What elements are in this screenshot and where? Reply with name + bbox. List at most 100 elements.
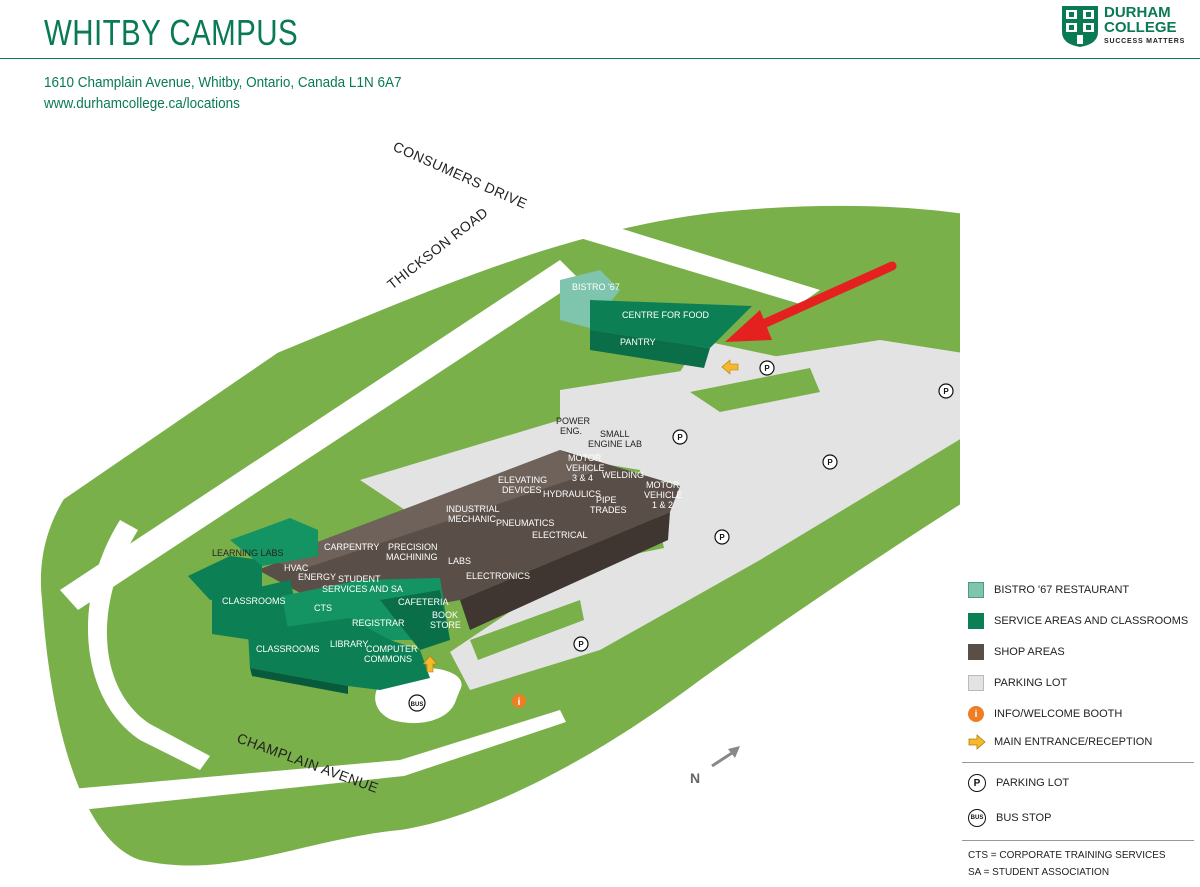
legend-label-bus: BUS STOP (996, 812, 1052, 824)
label-pneumatics: PNEUMATICS (496, 518, 554, 528)
label-pipe-2: TRADES (590, 505, 627, 515)
road-network (40, 78, 820, 812)
label-hvac: HVAC (284, 563, 309, 573)
label-industrial-2: MECHANIC (448, 514, 497, 524)
label-power-eng-1: POWER (556, 416, 591, 426)
page-title: WHITBY CAMPUS (44, 12, 299, 53)
parking-icon: P (714, 529, 730, 545)
legend-swatch-service (968, 613, 984, 629)
label-learning-labs: LEARNING LABS (212, 548, 284, 558)
entrance-arrow-icon (721, 359, 739, 375)
label-motor34-1: MOTOR (568, 453, 602, 463)
label-pipe-1: PIPE (596, 495, 617, 505)
legend-label-info: INFO/WELCOME BOOTH (994, 708, 1123, 720)
label-book-2: STORE (430, 620, 461, 630)
label-student-1: STUDENT (338, 574, 381, 584)
svg-text:N: N (690, 770, 700, 786)
label-energy: ENERGY (298, 572, 336, 582)
shop-areas (258, 450, 680, 630)
legend-swatch-bistro (968, 582, 984, 598)
parking-symbol-icon: P (968, 774, 986, 792)
label-small-engine-2: ENGINE LAB (588, 439, 642, 449)
parking-icon: P (573, 636, 589, 652)
legend-label-bistro: BISTRO '67 RESTAURANT (994, 584, 1130, 596)
label-motor34-3: 3 & 4 (572, 473, 593, 483)
parking-icon: P (672, 429, 688, 445)
college-crest-icon (1062, 6, 1098, 47)
label-precision-2: MACHINING (386, 552, 438, 562)
service-areas (188, 518, 450, 694)
label-centre-for-food: CENTRE FOR FOOD (622, 310, 709, 320)
campus-map: CONSUMERS DRIVE THICKSON ROAD CHAMPLAIN … (40, 78, 960, 866)
label-motor12-3: 1 & 2 (652, 500, 673, 510)
svg-text:P: P (578, 640, 584, 649)
legend-label-entrance: MAIN ENTRANCE/RECEPTION (994, 736, 1153, 748)
label-electrical: ELECTRICAL (532, 530, 588, 540)
label-motor12-1: MOTOR (646, 480, 680, 490)
parking-icon: P (822, 454, 838, 470)
legend-item-bus: BUS BUS STOP (968, 808, 1051, 828)
legend-item-service: SERVICE AREAS AND CLASSROOMS (968, 611, 1188, 631)
logo-tagline: SUCCESS MATTERS (1104, 38, 1186, 45)
label-bistro: BISTRO '67 (572, 282, 620, 292)
info-booth-icon: i (512, 694, 526, 708)
bus-stop-symbol-icon: BUS (968, 809, 986, 827)
label-motor34-2: VEHICLE (566, 463, 605, 473)
label-motor12-2: VEHICLE (644, 490, 683, 500)
label-small-engine-1: SMALL (600, 429, 630, 439)
label-elevating-2: DEVICES (502, 485, 542, 495)
north-arrow-icon: N (690, 746, 740, 786)
highlight-arrow (725, 261, 897, 342)
legend-label-parking-symbol: PARKING LOT (996, 777, 1070, 789)
label-computer-2: COMMONS (364, 654, 412, 664)
label-library: LIBRARY (330, 639, 368, 649)
svg-text:P: P (827, 458, 833, 467)
label-hydraulics: HYDRAULICS (543, 489, 601, 499)
campus-address: 1610 Champlain Avenue, Whitby, Ontario, … (44, 74, 402, 91)
label-industrial-1: INDUSTRIAL (446, 504, 500, 514)
legend-label-parking-area: PARKING LOT (994, 677, 1068, 689)
label-cafeteria: CAFETERIA (398, 597, 449, 607)
label-electronics: ELECTRONICS (466, 571, 530, 581)
bistro-building (560, 270, 752, 368)
svg-text:P: P (677, 433, 683, 442)
label-elevating-1: ELEVATING (498, 475, 547, 485)
legend-item-shop: SHOP AREAS (968, 642, 1065, 662)
entrance-arrow-icon (968, 734, 986, 750)
label-book-1: BOOK (432, 610, 458, 620)
note-sa: SA = STUDENT ASSOCIATION (968, 867, 1110, 878)
label-precision-1: PRECISION (388, 542, 438, 552)
note-cts: CTS = CORPORATE TRAINING SERVICES (968, 850, 1166, 861)
legend-item-parking-symbol: P PARKING LOT (968, 773, 1069, 793)
legend-divider (962, 840, 1194, 841)
label-welding: WELDING (602, 470, 644, 480)
legend-item-parking-area: PARKING LOT (968, 673, 1067, 693)
parking-icon: P (938, 383, 954, 399)
label-registrar: REGISTRAR (352, 618, 405, 628)
label-labs: LABS (448, 556, 471, 566)
header-divider (0, 58, 1200, 59)
svg-text:BUS: BUS (411, 702, 424, 708)
svg-text:P: P (943, 387, 949, 396)
legend-swatch-parking (968, 675, 984, 691)
info-icon: i (968, 706, 984, 722)
label-pantry: PANTRY (620, 337, 656, 347)
legend-label-service: SERVICE AREAS AND CLASSROOMS (994, 615, 1189, 627)
entrance-arrow-icon (422, 655, 438, 673)
legend-item-info: i INFO/WELCOME BOOTH (968, 704, 1122, 724)
durham-college-logo: DURHAM COLLEGE SUCCESS MATTERS (1060, 4, 1196, 52)
campus-url[interactable]: www.durhamcollege.ca/locations (44, 95, 240, 112)
label-carpentry: CARPENTRY (324, 542, 379, 552)
logo-word-college: COLLEGE (1104, 19, 1177, 36)
legend-item-bistro: BISTRO '67 RESTAURANT (968, 580, 1129, 600)
label-cts: CTS (314, 603, 332, 613)
legend-item-entrance: MAIN ENTRANCE/RECEPTION (968, 732, 1152, 752)
label-power-eng-2: ENG. (560, 426, 582, 436)
bus-stop-icon: BUS (408, 694, 426, 712)
label-classrooms-bottom: CLASSROOMS (256, 644, 320, 654)
legend-swatch-shop (968, 644, 984, 660)
label-computer-1: COMPUTER (366, 644, 418, 654)
parking-icon: P (759, 360, 775, 376)
legend-divider (962, 762, 1194, 763)
logo-word-durham: DURHAM (1104, 4, 1171, 21)
